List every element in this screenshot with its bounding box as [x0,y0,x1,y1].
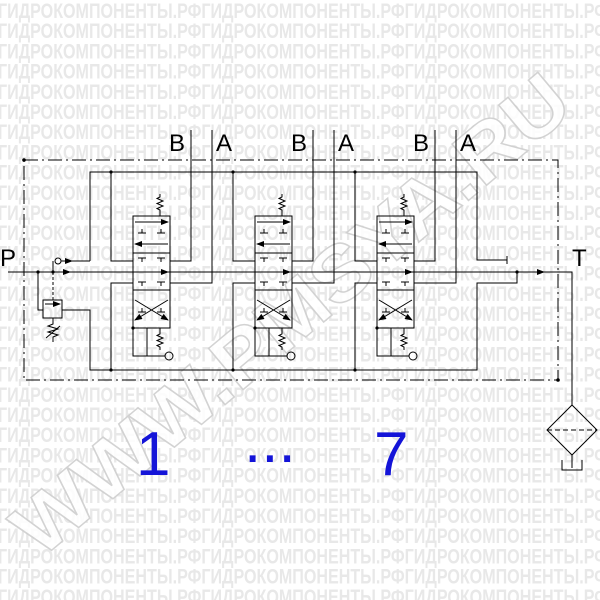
watermark-row: ГИДРОКОМПОНЕНТЫ.РФГИДРОКОМПОНЕНТЫ.РФГИДР… [0,121,600,144]
section-ellipsis: ... [244,407,296,476]
spring-icon [399,194,409,216]
watermark-row: ГИДРОКОМПОНЕНТЫ.РФГИДРОКОМПОНЕНТЫ.РФГИДР… [0,0,600,23]
watermark-row: ГИДРОКОМПОНЕНТЫ.РФГИДРОКОМПОНЕНТЫ.РФГИДР… [0,525,600,548]
port-t-label: T [572,245,587,272]
spring-icon [277,328,287,350]
port-a-label: A [338,130,354,157]
relief-valve-icon [37,270,519,371]
watermark-row: ГИДРОКОМПОНЕНТЫ.РФГИДРОКОМПОНЕНТЫ.РФГИДР… [0,424,600,447]
watermark-row: ГИДРОКОМПОНЕНТЫ.РФГИДРОКОМПОНЕНТЫ.РФГИДР… [0,40,600,63]
directional-valve-icon [254,215,293,329]
lever-icon [286,351,296,361]
watermark-row: ГИДРОКОМПОНЕНТЫ.РФГИДРОКОМПОНЕНТЫ.РФГИДР… [0,141,600,164]
lever-icon [164,351,174,361]
watermark-row: ГИДРОКОМПОНЕНТЫ.РФГИДРОКОМПОНЕНТЫ.РФГИДР… [0,222,600,245]
watermark-row: ГИДРОКОМПОНЕНТЫ.РФГИДРОКОМПОНЕНТЫ.РФГИДР… [0,263,600,286]
watermark-row: ГИДРОКОМПОНЕНТЫ.РФГИДРОКОМПОНЕНТЫ.РФГИДР… [0,283,600,306]
spring-icon [277,194,287,216]
watermark-row: ГИДРОКОМПОНЕНТЫ.РФГИДРОКОМПОНЕНТЫ.РФГИДР… [0,202,600,225]
tank-icon [561,455,583,471]
watermark-row: ГИДРОКОМПОНЕНТЫ.РФГИДРОКОМПОНЕНТЫ.РФГИДР… [0,404,600,427]
watermark-row: ГИДРОКОМПОНЕНТЫ.РФГИДРОКОМПОНЕНТЫ.РФГИДР… [0,586,600,600]
watermark-row: ГИДРОКОМПОНЕНТЫ.РФГИДРОКОМПОНЕНТЫ.РФГИДР… [0,485,600,508]
inlet-section [8,171,519,371]
watermark-row: ГИДРОКОМПОНЕНТЫ.РФГИДРОКОМПОНЕНТЫ.РФГИДР… [0,465,600,488]
section-first-number: 1 [136,420,170,489]
watermark-row: ГИДРОКОМПОНЕНТЫ.РФГИДРОКОМПОНЕНТЫ.РФГИДР… [0,20,600,43]
spring-icon [155,194,165,216]
watermark-row: ГИДРОКОМПОНЕНТЫ.РФГИДРОКОМПОНЕНТЫ.РФГИДР… [0,364,600,387]
port-b-label: B [413,130,429,157]
spring-icon [399,328,409,350]
check-valve-icon [52,171,508,272]
watermark-row: ГИДРОКОМПОНЕНТЫ.РФГИДРОКОМПОНЕНТЫ.РФГИДР… [0,384,600,407]
spring-icon [155,328,165,350]
watermark-row: ГИДРОКОМПОНЕНТЫ.РФГИДРОКОМПОНЕНТЫ.РФГИДР… [0,101,600,124]
directional-valve-icon [132,215,171,329]
block-boundary [22,158,560,382]
port-b-label: B [291,130,307,157]
watermark-row: ГИДРОКОМПОНЕНТЫ.РФГИДРОКОМПОНЕНТЫ.РФГИДР… [0,182,600,205]
watermark-row: ГИДРОКОМПОНЕНТЫ.РФГИДРОКОМПОНЕНТЫ.РФГИДР… [0,242,600,265]
watermark-row: ГИДРОКОМПОНЕНТЫ.РФГИДРОКОМПОНЕНТЫ.РФГИДР… [0,323,600,346]
watermark-row: ГИДРОКОМПОНЕНТЫ.РФГИДРОКОМПОНЕНТЫ.РФГИДР… [0,343,600,366]
lever-icon [408,351,418,361]
section-last-number: 7 [374,420,408,489]
watermark-row: ГИДРОКОМПОНЕНТЫ.РФГИДРОКОМПОНЕНТЫ.РФГИДР… [0,81,600,104]
port-p-label: P [0,245,16,272]
port-b-label: B [169,130,185,157]
port-a-label: A [460,130,476,157]
watermark-row: ГИДРОКОМПОНЕНТЫ.РФГИДРОКОМПОНЕНТЫ.РФГИДР… [0,162,600,185]
directional-valve-icon [376,215,415,329]
tank-return [517,269,598,471]
watermark-row: ГИДРОКОМПОНЕНТЫ.РФГИДРОКОМПОНЕНТЫ.РФГИДР… [0,545,600,568]
watermark-row: ГИДРОКОМПОНЕНТЫ.РФГИДРОКОМПОНЕНТЫ.РФГИДР… [0,61,600,84]
watermark-row: ГИДРОКОМПОНЕНТЫ.РФГИДРОКОМПОНЕНТЫ.РФГИДР… [0,566,600,589]
watermark-row: ГИДРОКОМПОНЕНТЫ.РФГИДРОКОМПОНЕНТЫ.РФГИДР… [0,505,600,528]
watermark-row: ГИДРОКОМПОНЕНТЫ.РФГИДРОКОМПОНЕНТЫ.РФГИДР… [0,444,600,467]
port-a-label: A [216,130,232,157]
